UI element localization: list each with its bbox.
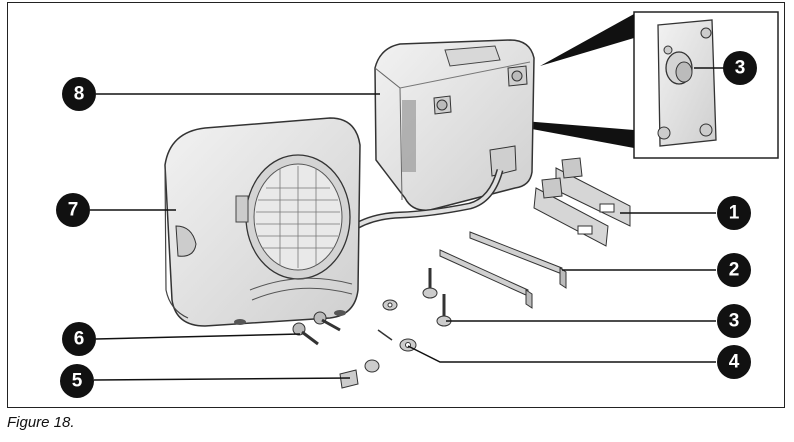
callout-5: 5	[60, 364, 94, 398]
callout-3: 3	[717, 304, 751, 338]
nuts	[377, 299, 417, 352]
callout-7-label: 7	[68, 200, 79, 221]
fittings	[339, 359, 380, 389]
callout-3-inset: 3	[723, 51, 757, 85]
callout-6-label: 6	[74, 329, 85, 350]
screws	[422, 268, 452, 327]
mounting-brackets	[533, 157, 631, 247]
figure-caption: Figure 18.	[7, 414, 75, 431]
callout-4: 4	[717, 345, 751, 379]
callout-8-label: 8	[74, 84, 85, 105]
callout-8: 8	[62, 77, 96, 111]
support-rails	[439, 231, 567, 309]
callout-2: 2	[717, 253, 751, 287]
plugs	[292, 311, 341, 346]
callout-6: 6	[62, 322, 96, 356]
callout-4-label: 4	[729, 352, 740, 373]
unit-8-body	[374, 39, 535, 211]
unit-7-body	[164, 117, 361, 327]
callout-3-label: 3	[729, 311, 740, 332]
callout-5-label: 5	[72, 371, 83, 392]
callout-1-label: 1	[729, 203, 740, 224]
callout-2-label: 2	[729, 260, 740, 281]
callout-3-inset-label: 3	[735, 58, 746, 79]
leader-lines	[90, 93, 716, 381]
callout-1: 1	[717, 196, 751, 230]
callout-7: 7	[56, 193, 90, 227]
